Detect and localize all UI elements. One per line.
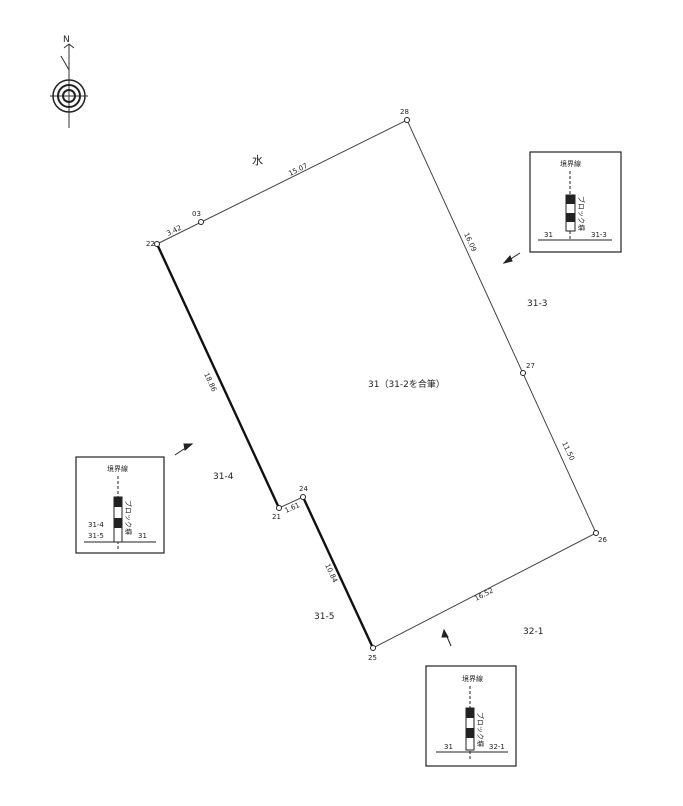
point-03-label: 03 [192, 210, 201, 218]
detail-left-title: 境界線 [107, 464, 128, 473]
detail-right-arrow-icon [502, 252, 521, 264]
detail-bottom-left-parcel: 31 [444, 743, 453, 751]
boundary-detail-left: 境界線 31-4 31-5 31 ブロック塀 [75, 456, 165, 554]
north-label: N [63, 35, 70, 45]
detail-left-right-parcel: 31 [138, 532, 147, 540]
detail-left-top-left-parcel: 31-4 [88, 521, 104, 529]
edge-21-22-length: 18.86 [202, 371, 218, 393]
point-22-marker [154, 241, 160, 247]
point-25-label: 25 [368, 654, 377, 662]
boundary-detail-right: 境界線 31 31-3 ブロック塀 [529, 151, 622, 253]
edge-03-28-length: 15.07 [287, 162, 309, 178]
neighbor-water-label: 水 [252, 154, 263, 167]
north-arrow-compass-rose-icon [50, 43, 88, 128]
point-24-marker [300, 494, 306, 500]
detail-right-right-parcel: 31-3 [591, 231, 607, 239]
point-26-marker [593, 530, 599, 536]
point-21-marker [276, 505, 282, 511]
boundary-detail-bottom: 境界線 31 32-1 ブロック塀 [425, 665, 517, 767]
edge-25-24-length: 10.84 [323, 562, 339, 584]
neighbor-32-1-label: 32-1 [523, 627, 543, 637]
point-03-marker [198, 219, 204, 225]
detail-right-material: ブロック塀 [577, 196, 586, 231]
point-28-marker [404, 117, 410, 123]
detail-bottom-title: 境界線 [462, 674, 483, 683]
detail-bottom-arrow-icon [441, 628, 452, 647]
boundary-wall-west [155, 243, 281, 509]
detail-left-bottom-left-parcel: 31-5 [88, 532, 104, 540]
point-25-marker [370, 645, 376, 651]
edge-26-25-length: 16.52 [473, 587, 494, 603]
boundary-wall-south [301, 496, 375, 649]
point-24-label: 24 [299, 485, 308, 493]
detail-left-material: ブロック塀 [124, 500, 133, 535]
point-27-label: 27 [526, 362, 535, 370]
point-28-label: 28 [400, 108, 409, 116]
neighbor-31-5-label: 31-5 [314, 612, 334, 622]
point-26-label: 26 [598, 536, 607, 544]
detail-bottom-material: ブロック塀 [476, 712, 485, 747]
point-27-marker [520, 370, 526, 376]
detail-left-arrow-icon [174, 443, 194, 456]
parcel-label: 31（31-2を合筆） [368, 378, 445, 390]
edge-24-21-length: 1.61 [284, 501, 301, 515]
detail-right-title: 境界線 [560, 159, 581, 168]
detail-right-left-parcel: 31 [544, 231, 553, 239]
edge-28-27-length: 16.09 [462, 231, 478, 253]
detail-bottom-right-parcel: 32-1 [489, 743, 505, 751]
neighbor-31-3-label: 31-3 [527, 299, 547, 309]
point-22-label: 22 [146, 240, 155, 248]
neighbor-31-4-label: 31-4 [213, 472, 234, 482]
point-21-label: 21 [272, 513, 281, 521]
